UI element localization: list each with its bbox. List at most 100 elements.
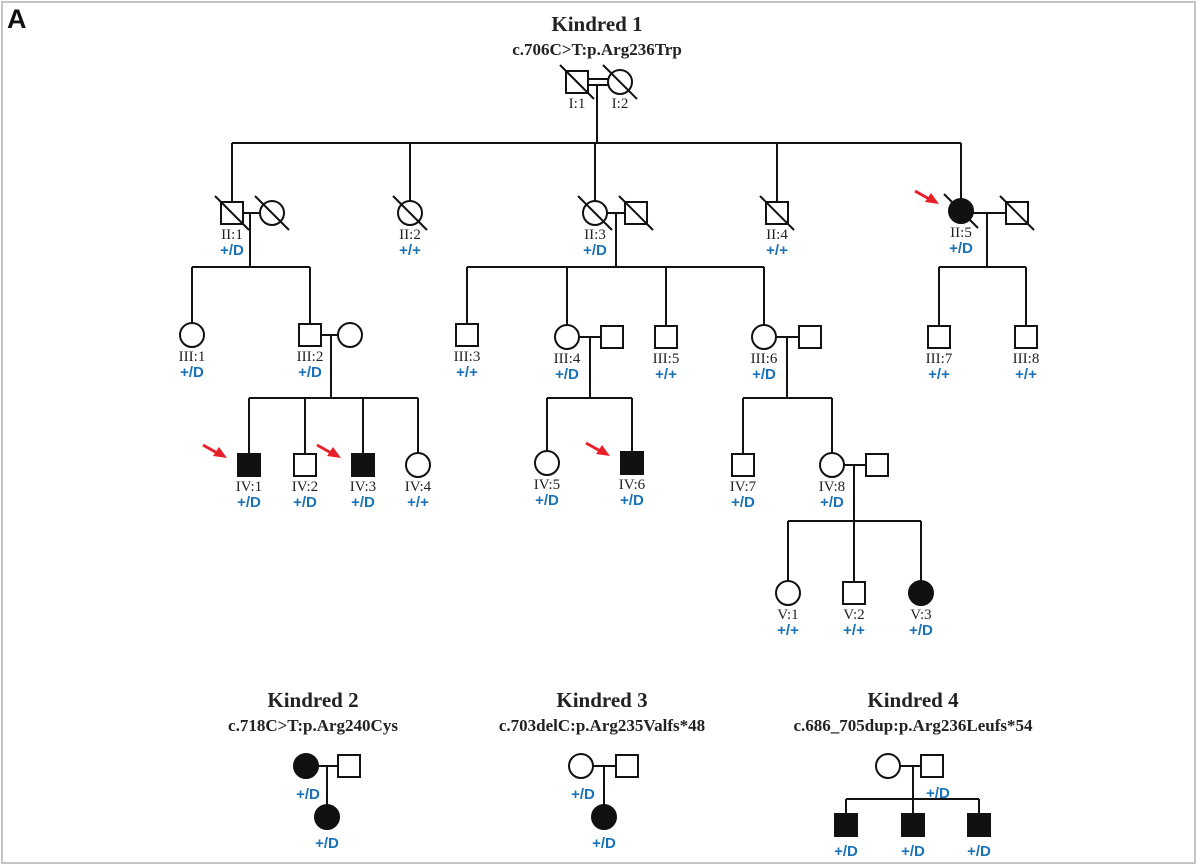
individual-id-label: IV:8 [819, 479, 845, 495]
male-square-icon [337, 754, 361, 778]
individual-iv-3: IV:3+/D [316, 443, 376, 511]
deceased-slash-icon [602, 64, 638, 100]
deceased-slash-icon [999, 195, 1035, 231]
genotype-label: +/D [926, 785, 950, 802]
individual-k4-son2: +/D [901, 813, 925, 860]
proband-arrowhead-icon [327, 447, 341, 458]
affected-female-circle-icon [591, 804, 617, 830]
individual-ii-5: II:5+/D [914, 189, 979, 257]
individual-iv-8: IV:8+/D [819, 452, 845, 511]
individual-k2-father [337, 754, 361, 778]
individual-iv-8-spouse [865, 453, 889, 477]
genotype-label: +/D [351, 494, 375, 511]
male-square-icon [731, 453, 755, 477]
affected-male-square-icon [967, 813, 991, 837]
kindred-3-title: Kindred 3 [556, 688, 647, 712]
individual-id-label: IV:4 [405, 479, 432, 495]
individual-iii-4-spouse [600, 325, 624, 349]
individual-id-label: II:2 [399, 227, 421, 243]
female-circle-icon [875, 753, 901, 779]
individual-k2-daughter: +/D [314, 804, 340, 852]
genotype-label: +/D [293, 494, 317, 511]
individual-iii-6-spouse [798, 325, 822, 349]
individual-ii-1-spouse [254, 195, 290, 231]
kindred-2-variant: c.718C>T:p.Arg240Cys [228, 716, 398, 735]
genotype-label: +/+ [766, 242, 788, 259]
individual-iii-7: III:7+/+ [926, 325, 953, 383]
individual-iv-2: IV:2+/D [292, 453, 318, 511]
affected-male-square-icon [237, 453, 261, 477]
genotype-label: +/+ [407, 494, 429, 511]
individual-id-label: II:3 [584, 227, 606, 243]
individual-id-label: I:2 [612, 96, 629, 112]
kindred-1-title: Kindred 1 [551, 12, 642, 36]
female-circle-icon [337, 322, 363, 348]
genotype-label: +/+ [843, 622, 865, 639]
individual-k2-mother: +/D [293, 753, 320, 803]
kindred-4-variant: c.686_705dup:p.Arg236Leufs*54 [794, 716, 1033, 735]
proband-arrowhead-icon [213, 447, 227, 458]
individual-iii-2: III:2+/D [297, 323, 323, 381]
genotype-label: +/D [731, 494, 755, 511]
individual-id-label: IV:1 [236, 479, 262, 495]
genotype-label: +/D [237, 494, 261, 511]
individual-i-2: I:2 [602, 64, 638, 112]
individual-i-1: I:1 [559, 64, 595, 112]
proband-arrowhead-icon [596, 445, 610, 456]
individual-v-2: V:2+/+ [842, 581, 866, 639]
deceased-slash-icon [577, 195, 613, 231]
genotype-label: +/D [555, 366, 579, 383]
individual-iii-3: III:3+/+ [454, 323, 480, 381]
kindred-4-title: Kindred 4 [867, 688, 959, 712]
individual-iii-2-spouse [337, 322, 363, 348]
individual-ii-3-spouse [618, 195, 654, 231]
relationship-lines [191, 78, 1027, 814]
kindred-2-title: Kindred 2 [267, 688, 358, 712]
genotype-label: +/D [909, 622, 933, 639]
individual-ii-5-spouse [999, 195, 1035, 231]
individual-k4-son1: +/D [834, 813, 858, 860]
individual-id-label: III:8 [1013, 351, 1040, 367]
panel-label: A [7, 4, 27, 34]
affected-male-square-icon [351, 453, 375, 477]
individual-iii-4: III:4+/D [554, 324, 581, 383]
individual-id-label: III:6 [751, 351, 778, 367]
individual-iv-4: IV:4+/+ [405, 452, 432, 511]
male-square-icon [927, 325, 951, 349]
individual-id-label: V:1 [777, 607, 798, 623]
individual-k4-son3: +/D [967, 813, 991, 860]
genotype-label: +/D [820, 494, 844, 511]
individual-iv-7: IV:7+/D [730, 453, 757, 511]
male-square-icon [865, 453, 889, 477]
affected-female-circle-icon [293, 753, 319, 779]
genotype-label: +/D [535, 492, 559, 509]
male-square-icon [654, 325, 678, 349]
genotype-label: +/+ [456, 364, 478, 381]
individual-v-1: V:1+/+ [775, 580, 801, 639]
affected-female-circle-icon [314, 804, 340, 830]
genotype-label: +/+ [1015, 366, 1037, 383]
female-circle-icon [405, 452, 431, 478]
deceased-slash-icon [943, 193, 979, 229]
male-square-icon [293, 453, 317, 477]
genotype-label: +/D [752, 366, 776, 383]
affected-male-square-icon [834, 813, 858, 837]
individual-id-label: III:4 [554, 351, 581, 367]
individual-k3-mother: +/D [568, 753, 595, 803]
kindred-3-variant: c.703delC:p.Arg235Valfs*48 [499, 716, 705, 735]
kindred-1-variant: c.706C>T:p.Arg236Trp [512, 40, 682, 59]
deceased-slash-icon [392, 195, 428, 231]
individual-ii-1: II:1+/D [214, 195, 250, 259]
individual-iii-1: III:1+/D [179, 322, 205, 381]
deceased-slash-icon [254, 195, 290, 231]
affected-female-circle-icon [908, 580, 934, 606]
individual-id-label: II:1 [221, 227, 243, 243]
individual-id-label: IV:7 [730, 479, 757, 495]
female-circle-icon [775, 580, 801, 606]
individual-id-label: IV:6 [619, 477, 646, 493]
female-circle-icon [751, 324, 777, 350]
genotype-label: +/D [834, 843, 858, 860]
individual-ii-4: II:4+/+ [759, 195, 795, 259]
genotype-label: +/D [620, 492, 644, 509]
